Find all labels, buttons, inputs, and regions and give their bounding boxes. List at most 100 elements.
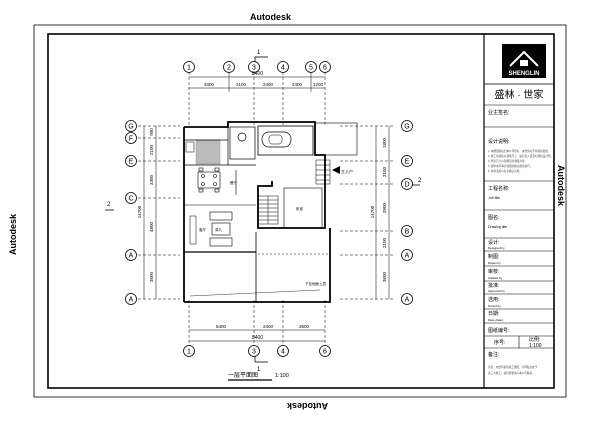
dim-top-0: 3300 [204, 82, 215, 87]
room-label-table: 茶几 [215, 227, 222, 232]
left-dimension-line [138, 125, 180, 300]
remark-line: 第三方施工，如有需要请与本公司联系。 [488, 371, 535, 375]
right-dimension-line [340, 125, 395, 300]
dining-table [197, 167, 237, 195]
axis-bubble-top-0: 1 [183, 61, 195, 73]
axis-bubble-bottom-1: 3 [248, 345, 260, 357]
bedroom [283, 187, 323, 229]
floor-plan [105, 56, 420, 381]
top-dimension-line [188, 72, 326, 125]
designer-label: 设计: [488, 239, 499, 246]
axis-bubble-right-3-label: B [405, 229, 410, 236]
dim-right-3: 2100 [382, 237, 387, 248]
approved-value: Approved by [488, 289, 505, 293]
stair-label: 下至地面上层 [305, 281, 326, 286]
axis-bubble-left-4-label: A [129, 253, 134, 260]
axis-bubble-right-4: A [401, 249, 413, 261]
dim-left-0: 900 [149, 128, 154, 136]
axis-bubble-top-1: 2 [223, 61, 235, 73]
scale-value: 1:100 [529, 343, 542, 349]
checked-label: 审核: [488, 268, 499, 275]
axis-bubble-right-0: G [401, 120, 413, 132]
axis-bubble-right-5-label: A [405, 297, 410, 304]
axis-bubble-top-3-label: 4 [281, 65, 285, 72]
inner-frame [47, 33, 555, 389]
design-note-line: 4. 图中未尽事宜按国家相关规范执行。 [488, 164, 532, 168]
top-total-dim: 8400 [252, 71, 263, 77]
dim-bottom-2: 3600 [299, 324, 310, 329]
remark-line: 注意：未经同意的施工图纸，不得私自交予 [488, 365, 538, 369]
no-label: 序号: [494, 339, 505, 346]
axis-bubble-top-2: 3 [248, 61, 260, 73]
stair [257, 195, 279, 225]
dim-top-4: 1200 [313, 82, 324, 87]
axis-bubble-bottom-0-label: 1 [187, 349, 191, 356]
garage [257, 122, 358, 156]
plan-title: 一层平面图 [228, 372, 258, 379]
entry-steps [315, 159, 340, 185]
company-logo: SHENGLIN [502, 44, 546, 78]
axis-bubble-top-4-label: 5 [309, 65, 313, 72]
remark-label: 备注: [488, 351, 499, 358]
axis-bubble-top-5: 6 [319, 61, 331, 73]
car-icon [261, 131, 292, 148]
entry-label: 主入户 [341, 168, 353, 174]
dim-top-3: 2400 [292, 82, 303, 87]
axis-bubble-right-1-label: E [405, 159, 410, 166]
axis-bubble-left-2: E [125, 155, 137, 167]
design-note-label: 设计说明: [488, 138, 509, 145]
room-label-living: 客厅 [199, 227, 206, 232]
side-mark-right: 2 [418, 178, 422, 184]
bottom-dimension-line [188, 300, 326, 348]
drawing-no-label: 图纸编号: [488, 327, 509, 334]
dim-left-4: 3600 [149, 271, 154, 282]
axis-bubble-bottom-3: 6 [319, 345, 331, 357]
designer-value: Designed by [488, 246, 505, 250]
dim-top-2: 2400 [263, 82, 274, 87]
sheet-value: Sorted by [488, 304, 501, 308]
dim-right-2: 3900 [382, 202, 387, 213]
logo-text: SHENGLIN [508, 71, 539, 77]
design-note-line: 1. 本图纸版权归本公司所有，未经许可不得复制使用。 [488, 149, 551, 153]
axis-bubble-right-0-label: G [404, 124, 409, 131]
design-note-line: 3. 所有尺寸以现场实际测量为准。 [488, 159, 527, 163]
design-notes: 1. 本图纸版权归本公司所有，未经许可不得复制使用。2. 施工前请核对现场尺寸，… [488, 149, 553, 173]
axis-bubble-bottom-3-label: 6 [323, 349, 327, 356]
dim-left-2: 3300 [149, 174, 154, 185]
drawing-label: 图名: [488, 214, 499, 221]
watermark-top: Autodesk [250, 12, 292, 22]
axis-bubble-left-1-label: F [129, 136, 133, 143]
dim-left-3: 4800 [149, 221, 154, 232]
axis-bubble-bottom-1-label: 3 [252, 349, 256, 356]
axis-bubble-right-3: B [401, 225, 413, 237]
project-value: Job title [488, 196, 500, 200]
plan-scale: 1:100 [275, 373, 289, 379]
section-mark-bottom: 1 [257, 367, 261, 373]
dim-left-total: 14700 [137, 205, 142, 218]
living-room-furniture [184, 204, 256, 253]
axis-bubble-right-2-label: D [404, 182, 409, 189]
dim-right-1: 2100 [382, 166, 387, 177]
owner-label: 业主签名: [488, 109, 509, 116]
project-label: 工程名称: [488, 185, 509, 192]
dim-top-1: 2100 [236, 82, 247, 87]
outer-frame [33, 24, 567, 398]
design-note-line: 2. 施工前请核对现场尺寸，如有出入请及时通知设计师。 [488, 154, 553, 158]
axis-bubble-left-0-label: G [128, 124, 133, 131]
axis-bubble-left-1: F [125, 132, 137, 144]
drawing-value: Drawing title [488, 225, 507, 229]
bottom-total-dim: 8400 [252, 335, 263, 341]
axis-bubble-top-1-label: 2 [227, 65, 231, 72]
date-value: Date.drawn [488, 318, 504, 322]
dim-right-0: 1800 [382, 137, 387, 148]
room-label-bed: 卧室 [296, 206, 304, 211]
date-label: 日期: [488, 311, 499, 317]
sheet-label: 选用: [488, 296, 499, 303]
drawn-value: Drawn by [488, 261, 501, 265]
design-note-line: 5. 材料选用以业主确认为准。 [488, 169, 522, 173]
axis-bubble-left-3-label: C [128, 196, 133, 203]
axis-bubble-right-5: A [401, 293, 413, 305]
